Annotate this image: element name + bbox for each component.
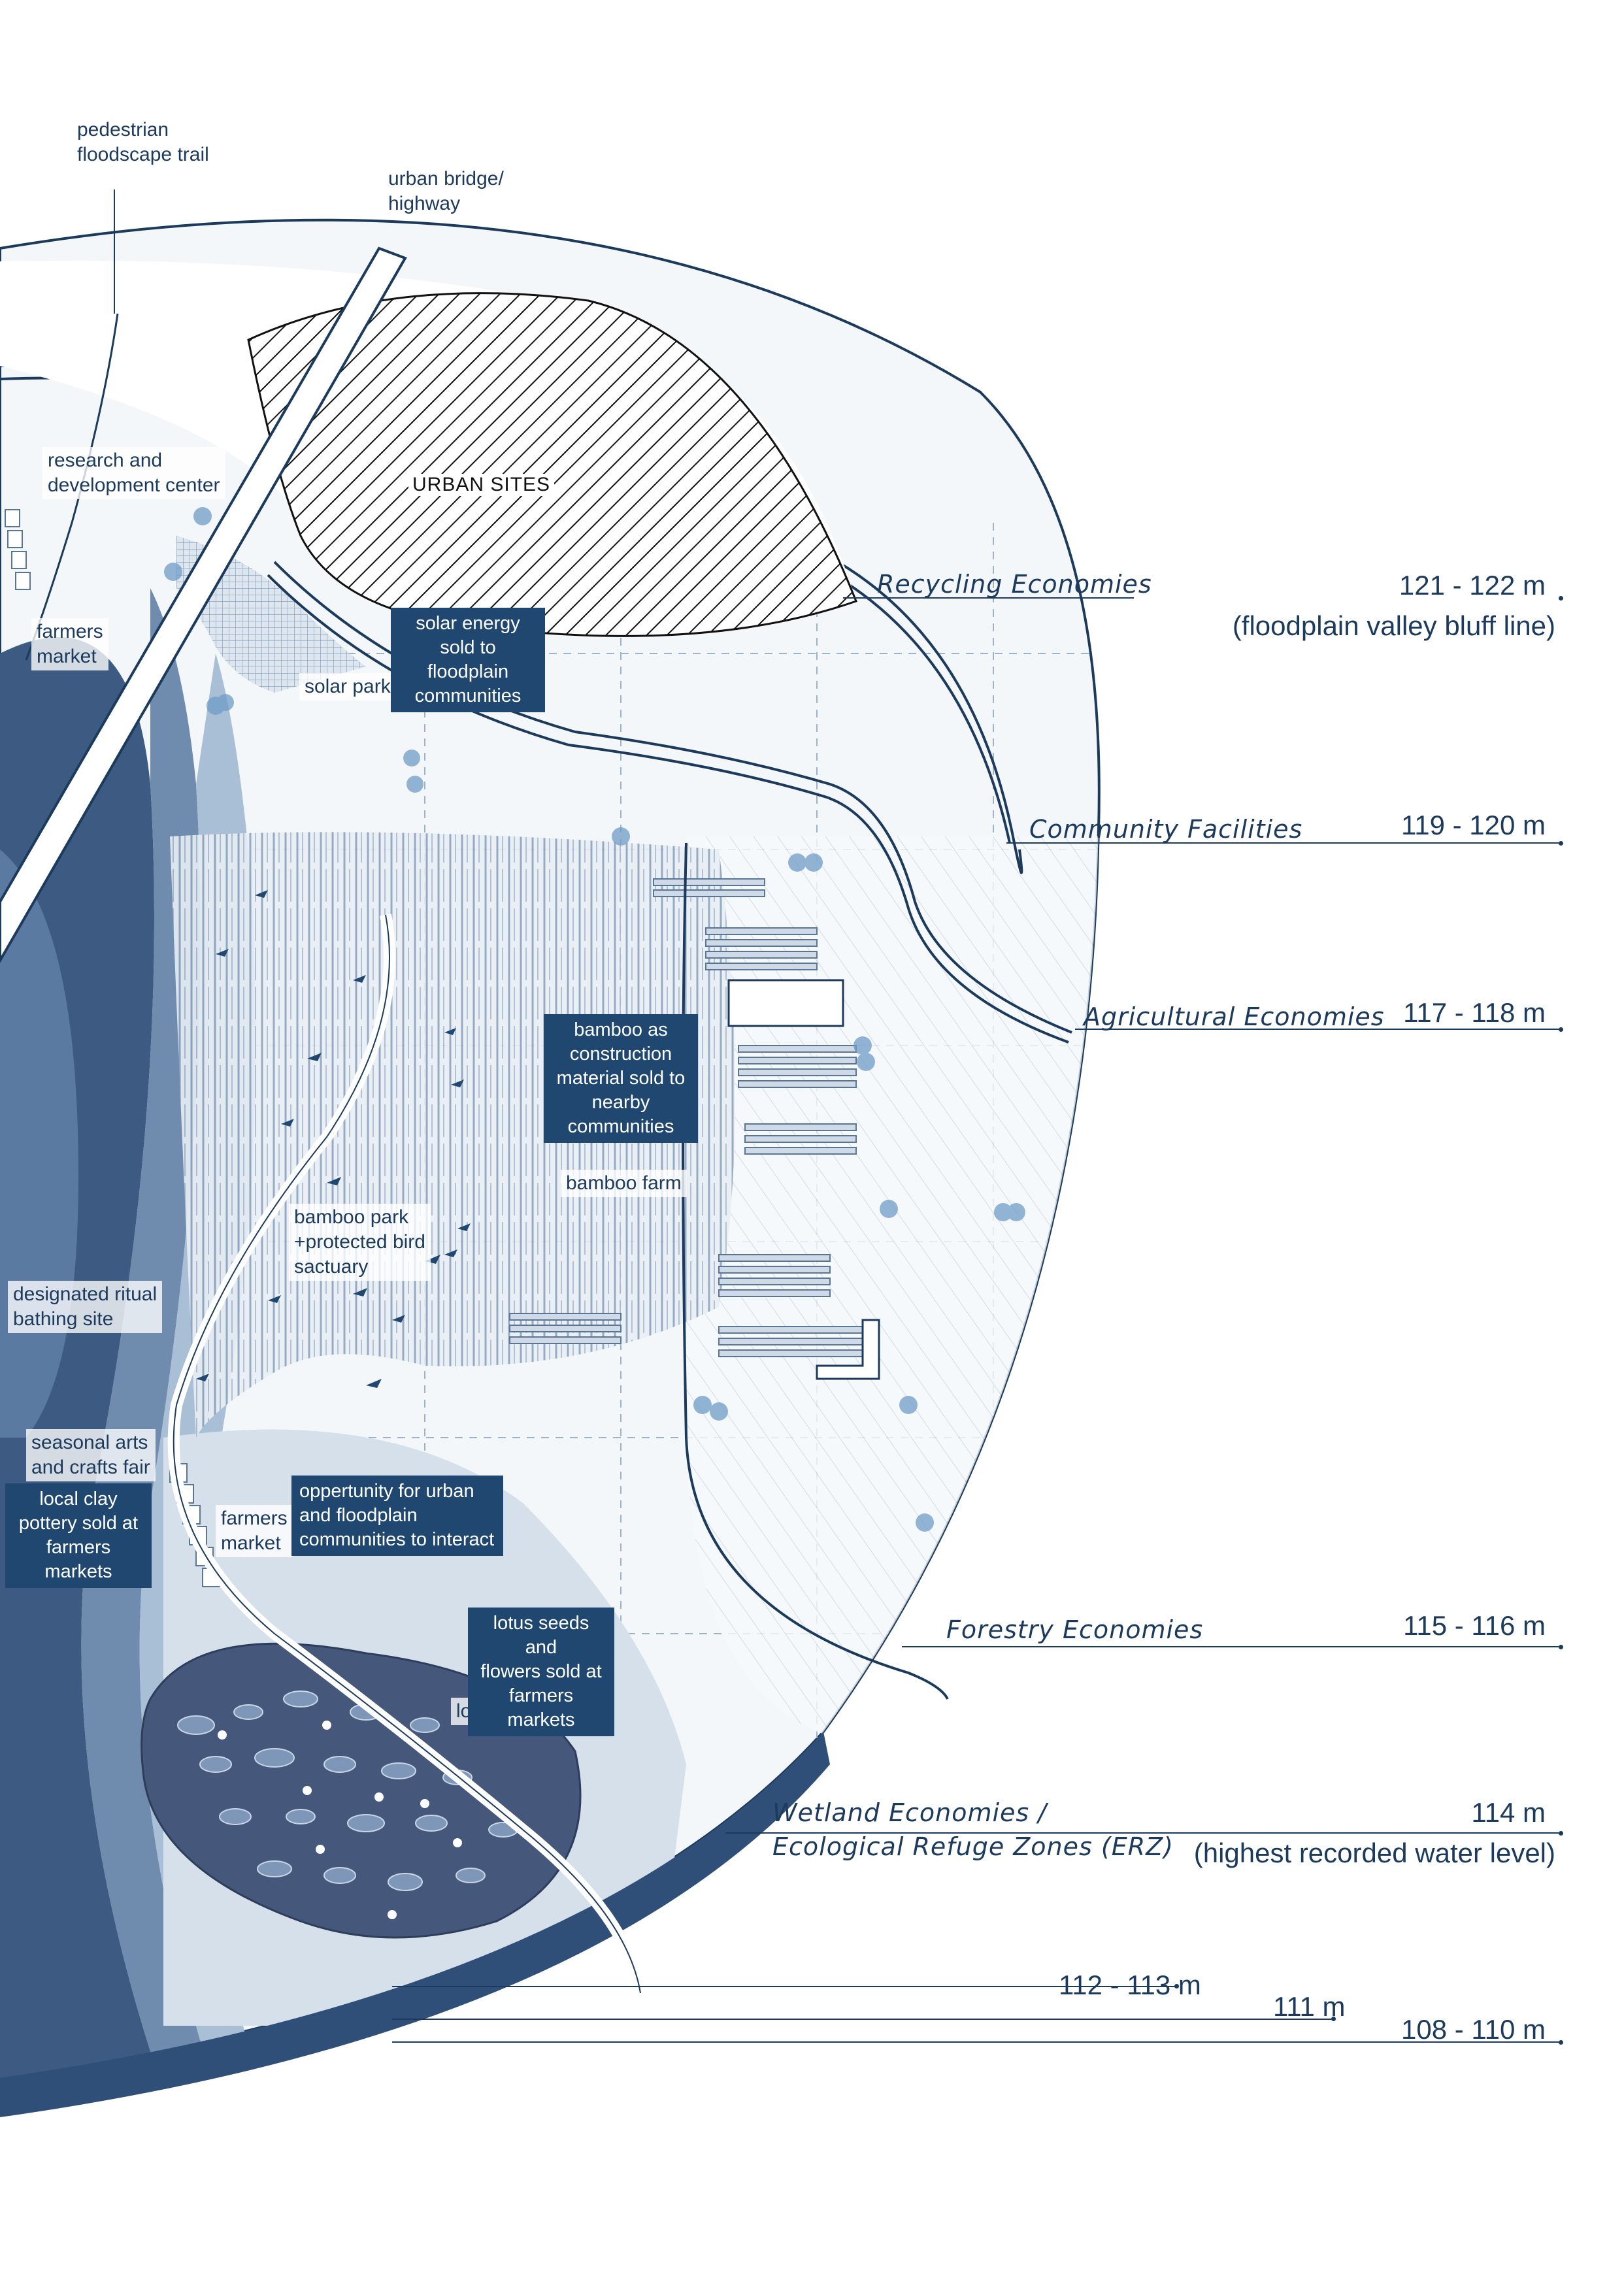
bamboo-farm-rows [509,878,876,1357]
farm-building [816,1319,880,1380]
level-115-116: 115 - 116 m [1403,1610,1546,1641]
level-117-118: 117 - 118 m [1403,997,1546,1028]
solar-park-label: solar park [299,673,396,701]
level-108-110: 108 - 110 m [1400,2014,1546,2045]
level-114-note: (highest recorded water level) [1193,1838,1555,1868]
urban-bridge [0,246,407,964]
lotus-seeds-box: lotus seeds and flowers sold at farmers … [468,1608,614,1736]
agricultural-economies-label: Agricultural Economies [1084,1002,1385,1031]
level-119-120: 119 - 120 m [1400,810,1546,840]
level-marker-dot [1559,841,1563,846]
interaction-box: oppertunity for urban and floodplain com… [291,1476,503,1556]
local-clay-box: local clay pottery sold at farmers marke… [5,1483,152,1588]
level-112-113: 112 - 113 m [1059,1970,1201,2000]
level-marker-dot [1331,2017,1336,2021]
trees [164,507,1025,1532]
level-121-122: 121 - 122 m [1399,570,1546,601]
level-marker-dot [1559,1027,1563,1032]
ritual-bathing-label: designated ritual bathing site [8,1281,163,1333]
forestry-economies-label: Forestry Economies [946,1615,1204,1644]
floodplain-disc [0,190,1559,2117]
urban-sites-hatch [247,292,857,637]
arts-crafts-label: seasonal arts and crafts fair [26,1429,156,1481]
urban-sites-label: URBAN SITES [408,474,555,496]
level-marker-dot [1559,1831,1563,1836]
level-marker-dot [1559,596,1563,601]
bamboo-park-label: bamboo park +protected bird sactuary [289,1204,431,1281]
level-121-note: (floodplain valley bluff line) [1232,610,1555,641]
farmers-market-low-label: farmers market [216,1505,293,1557]
community-facilities-label: Community Facilities [1029,815,1303,844]
level-114: 114 m [1471,1797,1546,1828]
wetland-economies-label: Wetland Economies / Ecological Refuge Zo… [772,1798,1174,1861]
bamboo-material-box: bamboo as construction material sold to … [544,1014,698,1143]
soil-rim [0,1732,830,2117]
bamboo-farm-label: bamboo farm [561,1170,687,1197]
research-center-label: research and development center [42,447,225,499]
storage-building [727,979,844,1027]
level-marker-dot [1174,1984,1179,1988]
level-marker-dot [1559,1645,1563,1649]
leader-lines [114,190,1559,2043]
farmers-market-top-label: farmers market [31,618,108,670]
solar-energy-box: solar energy sold to floodplain communit… [391,608,545,712]
level-marker-dot [1559,2040,1563,2045]
bamboo-grove [170,832,735,1438]
birds [196,890,471,1388]
urban-bridge-label: urban bridge/ highway [388,168,504,214]
recycling-economies-label: Recycling Economies [877,570,1152,599]
pedestrian-trail-label: pedestrian floodscape trail [77,119,209,165]
